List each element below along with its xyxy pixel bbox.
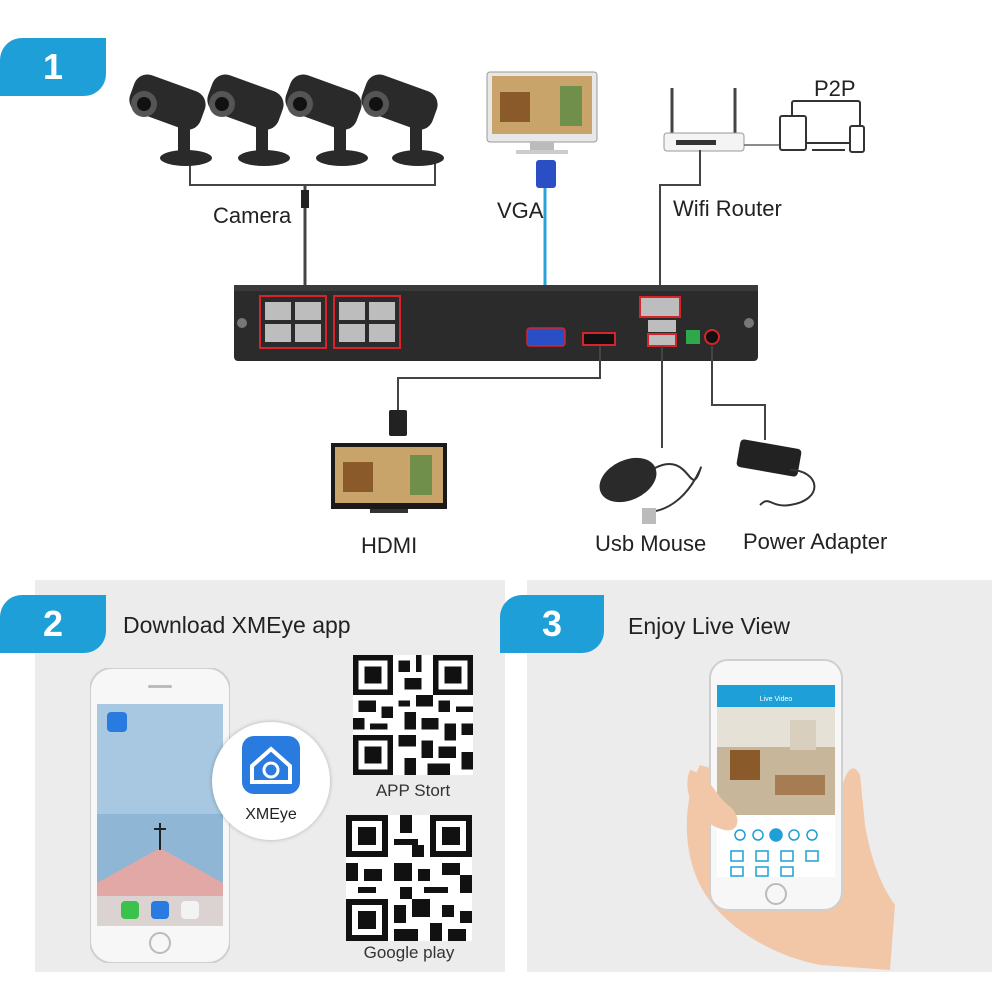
qr-code-app-store xyxy=(353,655,473,775)
step-1-badge: 1 xyxy=(0,38,106,96)
power-adapter-label: Power Adapter xyxy=(743,529,888,554)
step-3-badge: 3 xyxy=(500,595,604,653)
hdmi-tv-icon xyxy=(331,443,447,513)
wifi-router-label: Wifi Router xyxy=(673,196,782,221)
qr-app-store-caption: APP Stort xyxy=(375,781,451,800)
usb-mouse-label: Usb Mouse xyxy=(595,531,707,556)
xmeye-app-badge: XMEye xyxy=(212,722,330,840)
xmeye-app-icon xyxy=(242,736,300,794)
usb-mouse-icon xyxy=(599,457,702,524)
step-3-title: Enjoy Live View xyxy=(628,613,790,639)
step-2-number: 2 xyxy=(42,603,64,644)
usb-port xyxy=(647,333,677,347)
vga-port xyxy=(526,327,566,347)
vga-monitor-icon xyxy=(486,71,598,154)
rj45-port xyxy=(639,296,681,318)
qr-google-play-caption: Google play xyxy=(363,943,455,962)
camera-bus-line xyxy=(189,160,436,186)
step-3-number: 3 xyxy=(541,603,563,644)
hdmi-port xyxy=(582,332,616,346)
p2p-label: P2P xyxy=(814,76,856,101)
power-cable xyxy=(711,346,766,440)
power-adapter-icon xyxy=(736,439,816,507)
live-view-header: Live Video xyxy=(759,696,793,703)
power-port xyxy=(704,329,720,345)
camera-icon xyxy=(129,74,444,166)
p2p-devices-icon xyxy=(779,100,865,153)
connection-diagram xyxy=(129,71,865,524)
xmeye-app-name: XMEye xyxy=(245,806,297,823)
step-2-title: Download XMEye app xyxy=(123,612,351,638)
router-to-nvr-cable xyxy=(659,150,701,300)
poe-ports-group-2 xyxy=(333,295,401,349)
poe-ports-group-1 xyxy=(259,295,327,349)
step-1-number: 1 xyxy=(42,46,64,87)
phone-home-screen xyxy=(90,668,230,963)
step-2-badge: 2 xyxy=(0,595,106,653)
qr-code-google-play xyxy=(346,815,472,941)
hdmi-label: HDMI xyxy=(361,533,418,558)
camera-label: Camera xyxy=(213,203,292,228)
wifi-router-icon xyxy=(663,88,745,152)
nvr-recorder xyxy=(234,285,758,361)
live-view-phone xyxy=(686,659,895,970)
vga-label: VGA xyxy=(497,198,544,223)
hdmi-cable xyxy=(397,346,601,412)
